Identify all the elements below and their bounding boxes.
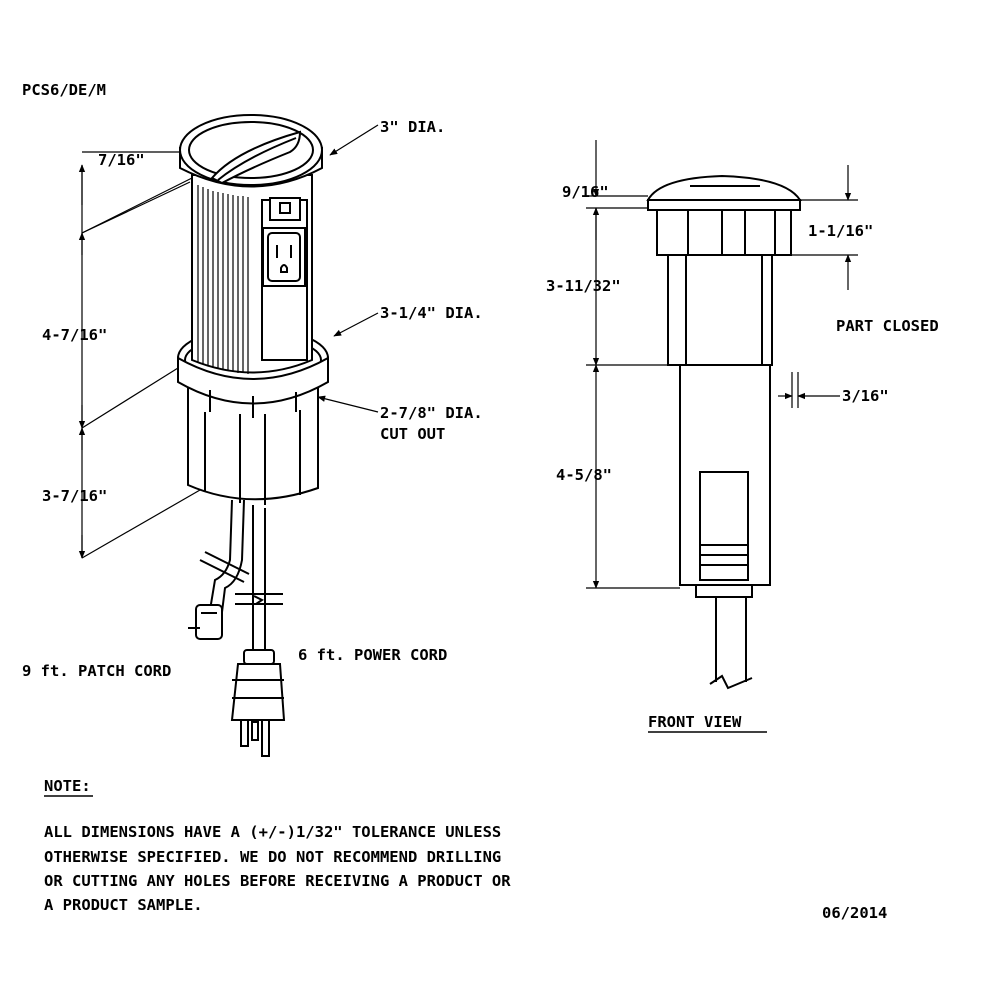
dim-cap-height: 9/16"	[562, 183, 609, 201]
dim-top-diameter: 3" DIA.	[380, 118, 445, 136]
front-lid	[656, 209, 792, 256]
dim-lower-height: 3-7/16"	[42, 487, 107, 505]
note-line-3: OR CUTTING ANY HOLES BEFORE RECEIVING A …	[44, 872, 511, 890]
front-cap	[646, 174, 802, 201]
body-ribs	[197, 185, 249, 374]
outlet-icon	[262, 227, 306, 287]
front-view-label: FRONT VIEW	[648, 713, 742, 731]
dim-lid-thickness: 1-1/16"	[808, 222, 873, 240]
dim-lower-body-height: 4-5/8"	[556, 466, 612, 484]
lower-housing	[187, 378, 319, 501]
dim-cutout-label: CUT OUT	[380, 425, 445, 443]
patch-cord	[209, 499, 233, 611]
front-outlet-window	[699, 471, 749, 581]
note-line-1: ALL DIMENSIONS HAVE A (+/-)1/32" TOLERAN…	[44, 823, 501, 841]
dim-body-height: 4-7/16"	[42, 326, 107, 344]
note-heading: NOTE:	[44, 777, 91, 795]
dim-upper-height: 3-11/32"	[546, 277, 621, 295]
dim-cutout-diameter: 2-7/8" DIA.	[380, 404, 483, 422]
drawing-date: 06/2014	[822, 904, 887, 922]
patch-cord-label: 9 ft. PATCH CORD	[22, 662, 171, 680]
dim-offset: 3/16"	[842, 387, 889, 405]
dim-collar-diameter: 3-1/4" DIA.	[380, 304, 483, 322]
isometric-view	[78, 114, 379, 757]
front-view	[586, 140, 858, 690]
power-cord-label: 6 ft. POWER CORD	[298, 646, 447, 664]
note-line-4: A PRODUCT SAMPLE.	[44, 896, 203, 914]
power-plug	[230, 663, 286, 721]
part-closed-label: PART CLOSED	[836, 317, 939, 335]
note-line-2: OTHERWISE SPECIFIED. WE DO NOT RECOMMEND…	[44, 848, 501, 866]
power-plug-strain-relief	[243, 649, 275, 665]
patch-cord-plug	[195, 604, 223, 640]
part-number: PCS6/DE/M	[22, 81, 106, 99]
dim-lid-height: 7/16"	[98, 151, 145, 169]
usb-port-icon	[269, 197, 301, 221]
front-upper-body	[667, 254, 773, 366]
